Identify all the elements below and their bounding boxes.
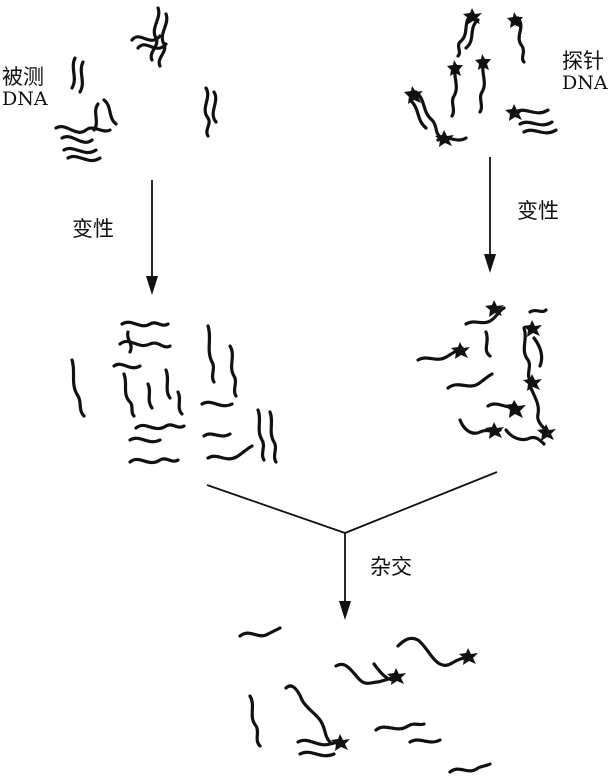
denature-arrow-left [146, 180, 158, 295]
star-tag-icon [459, 648, 478, 665]
hybridize-merge-arrow [206, 471, 498, 620]
star-tag-icon [485, 300, 504, 317]
denature-label-right: 变性 [517, 199, 559, 223]
sample-dna-label: 被测 DNA [2, 66, 48, 110]
star-tag-icon [435, 130, 454, 147]
probe-dna-tags [404, 8, 524, 147]
denatured-sample-strands [70, 320, 278, 465]
sample-dna-double-strands [54, 6, 218, 163]
denature-label-left: 变性 [72, 217, 114, 241]
star-tag-icon [463, 8, 482, 25]
probe-dna-label-line1: 探针 [562, 49, 604, 73]
star-tag-icon [447, 60, 463, 76]
star-tag-icon [537, 424, 556, 441]
denature-arrow-right [484, 157, 496, 273]
star-tag-icon [331, 734, 350, 751]
star-tag-icon [504, 400, 526, 418]
star-tag-icon [523, 374, 542, 391]
probe-dna-double-strands [408, 12, 558, 142]
star-tag-icon [475, 54, 491, 70]
denatured-probe-tags [451, 300, 556, 441]
star-tag-icon [523, 320, 542, 337]
hybridized-tags [331, 648, 478, 751]
star-tag-icon [404, 86, 423, 104]
star-tag-icon [451, 342, 470, 359]
hybridize-label: 杂交 [370, 555, 412, 579]
probe-dna-label: 探针 DNA [562, 50, 608, 94]
hybridized-strands [238, 626, 492, 774]
star-tag-icon [505, 104, 524, 121]
sample-dna-label-line2: DNA [2, 88, 48, 110]
probe-dna-label-line2: DNA [562, 72, 608, 94]
star-tag-icon [485, 422, 504, 439]
star-tag-icon [387, 668, 406, 685]
star-tag-icon [507, 12, 523, 28]
sample-dna-label-line1: 被测 [2, 65, 44, 89]
